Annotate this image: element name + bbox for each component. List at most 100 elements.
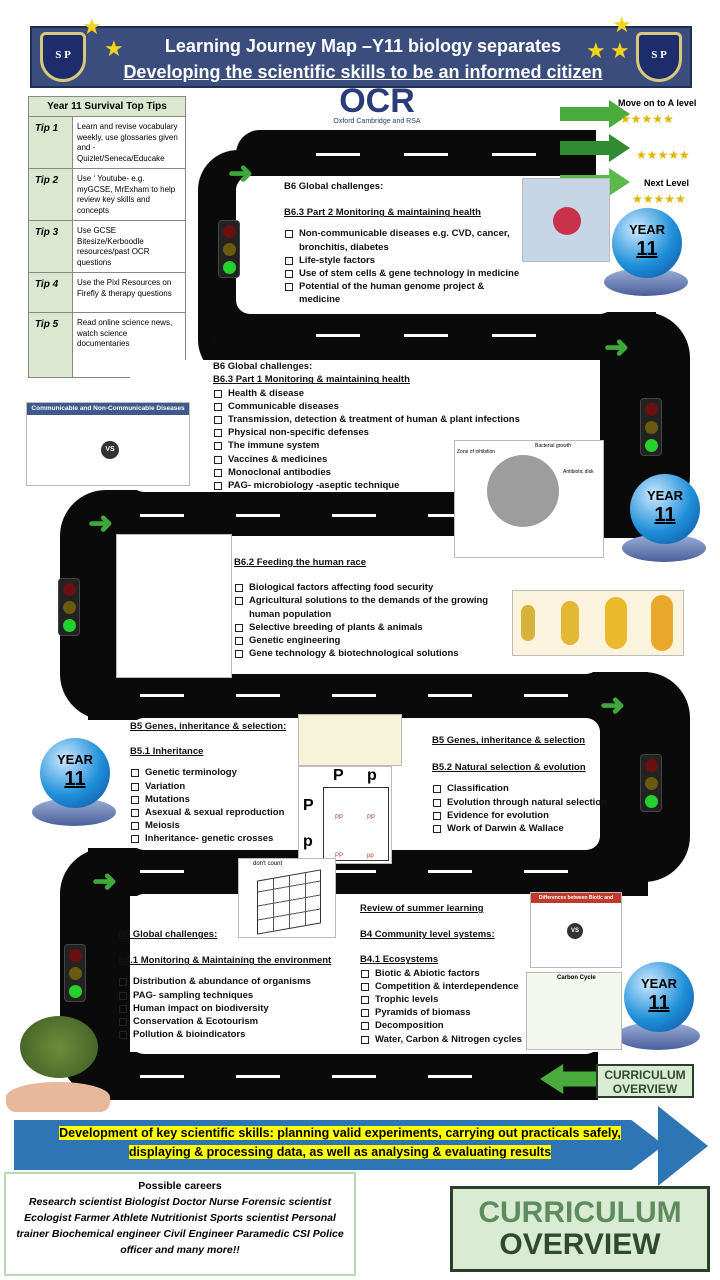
tip-row: Tip 5 Read online science news, watch sc…	[29, 313, 185, 377]
traffic-light-icon	[64, 944, 86, 1002]
vs-badge: VS	[567, 923, 583, 939]
diagram-label: Bacterial growth	[535, 443, 571, 449]
tip-label: Tip 1	[29, 117, 73, 168]
curved-arrow-icon: ➜	[604, 331, 630, 364]
list-item: Life-style factors	[284, 254, 528, 267]
disease-comparison-image: Communicable and Non-Communicable Diseas…	[26, 402, 190, 486]
stray-colon: :	[213, 335, 217, 346]
section-b6-3-part2: B6 Global challenges: B6.3 Part 2 Monito…	[284, 180, 528, 307]
road-marking	[428, 1075, 472, 1078]
ocr-logo: OCR Oxford Cambridge and RSA	[322, 84, 432, 130]
punnett-square: P p P p PP PP PP pp	[298, 766, 392, 864]
curved-arrow-icon: ➜	[92, 865, 118, 898]
road-marking	[332, 1075, 376, 1078]
road-marking	[332, 514, 376, 517]
section-heading: B4 Community level systems:	[360, 929, 495, 941]
road-marking	[524, 694, 568, 697]
list-item: Distribution & abundance of organisms	[118, 975, 350, 988]
section-heading: B6.2 Feeding the human race	[234, 557, 366, 568]
allele-label: p	[303, 833, 313, 850]
list-item: PAG- microbiology -aseptic technique	[213, 479, 573, 492]
ocr-tagline: Oxford Cambridge and RSA	[333, 118, 421, 125]
diagram-label: Zone of inhibition	[457, 449, 496, 455]
review-label: Review of summer learning	[360, 903, 484, 914]
quadrat-sampling-image: don't count	[238, 858, 336, 938]
tip-label: Tip 2	[29, 169, 73, 220]
section-subheading: B6.1 Monitoring & Maintaining the enviro…	[118, 955, 332, 967]
year-label: YEAR	[628, 222, 666, 237]
list-item: Asexual & sexual reproduction	[130, 806, 310, 819]
list-item: Pyramids of biomass	[360, 1006, 536, 1019]
section-heading: B5 Genes, inheritance & selection	[432, 735, 586, 746]
allele-label: p	[367, 767, 377, 784]
corn-selective-breeding-image	[512, 590, 684, 656]
list-item: Biotic & Abiotic factors	[360, 967, 536, 980]
section-b4-1: Review of summer learning B4 Community l…	[360, 902, 536, 1046]
tip-text: Learn and revise vocabulary weekly, use …	[77, 122, 178, 163]
list-item: Genetic engineering	[234, 634, 514, 647]
heart-icon	[553, 207, 581, 235]
school-crest-right: S P	[636, 32, 682, 82]
road-marking	[140, 514, 184, 517]
section-subheading: B5.1 Inheritance	[130, 746, 204, 758]
button-line: CURRICULUM	[604, 1068, 686, 1082]
list-item: Use of stem cells & gene technology in m…	[284, 267, 528, 280]
curriculum-overview-link[interactable]: CURRICULUM OVERVIEW	[450, 1186, 710, 1272]
section-b6-3-part1: : B6 Global challenges: B6.3 Part 1 Moni…	[213, 334, 573, 492]
tip-text: Read online science news, watch science …	[77, 318, 173, 348]
antibiotic-plate-image: Bacterial growth Zone of inhibition Anti…	[454, 440, 604, 558]
list-item: Water, Carbon & Nitrogen cycles	[360, 1033, 536, 1046]
star-icon: ★	[586, 38, 606, 63]
section-subheading: B4.1 Ecosystems	[360, 954, 439, 966]
tip-label: Tip 4	[29, 273, 73, 312]
tips-heading: Year 11 Survival Top Tips	[29, 97, 185, 117]
list-item: Evolution through natural selection	[432, 796, 632, 809]
image-title: Differences between Biotic and Abiotic F…	[531, 893, 621, 911]
road-marking	[332, 694, 376, 697]
star-icon: ★	[104, 36, 124, 61]
birds-variation-image	[298, 714, 402, 766]
link-line: CURRICULUM	[478, 1196, 682, 1229]
list-item: Inheritance- genetic crosses	[130, 832, 310, 845]
button-line: OVERVIEW	[612, 1082, 678, 1096]
tip-text: Use ‘ Youtube- e.g. myGCSE, MrExham to h…	[77, 174, 176, 215]
road-marking	[404, 334, 448, 337]
road-marking	[316, 153, 360, 156]
curved-arrow-icon: ➜	[88, 507, 114, 540]
section-b6-2: B6.2 Feeding the human race Biological f…	[234, 556, 514, 660]
list-item: Potential of the human genome project & …	[284, 280, 528, 306]
heart-network-image	[522, 178, 610, 262]
cell-genotype: PP	[367, 815, 376, 821]
list-item: Trophic levels	[360, 993, 536, 1006]
section-heading: B6 Global challenges:	[118, 929, 218, 940]
star-icon: ★	[612, 12, 632, 37]
biodiversity-hand-image	[6, 1010, 112, 1118]
list-item: Vaccines & medicines	[213, 453, 573, 466]
genetic-engineering-diagram	[116, 534, 232, 678]
curriculum-overview-button[interactable]: CURRICULUM OVERVIEW	[596, 1064, 694, 1098]
tip-text: Use the Pixl Resources on Firefly & ther…	[77, 278, 172, 298]
year-number: 11	[636, 238, 658, 260]
road-marking	[140, 1075, 184, 1078]
careers-list: Research scientist Biologist Doctor Nurs…	[16, 1196, 344, 1256]
header-banner: Learning Journey Map –Y11 biology separa…	[30, 26, 692, 88]
list-item: Physical non-specific defenses	[213, 426, 573, 439]
skills-arrow: Development of key scientific skills: pl…	[0, 1106, 720, 1192]
road-marking	[428, 870, 472, 873]
list-item: PAG- sampling techniques	[118, 989, 350, 1002]
year-number: 11	[648, 992, 670, 1014]
star-icon: ★	[82, 14, 102, 39]
list-item: Classification	[432, 782, 632, 795]
traffic-light-icon	[58, 578, 80, 636]
arrow-head-icon	[658, 1106, 708, 1186]
curved-arrow-icon: ➜	[600, 689, 626, 722]
year-number: 11	[64, 768, 86, 790]
list-item: Competition & interdependence	[360, 980, 536, 993]
section-subheading: B6.3 Part 2 Monitoring & maintaining hea…	[284, 207, 481, 219]
road-marking	[404, 153, 448, 156]
carbon-cycle-diagram: Carbon Cycle	[526, 972, 622, 1050]
list-item: Decomposition	[360, 1019, 536, 1032]
